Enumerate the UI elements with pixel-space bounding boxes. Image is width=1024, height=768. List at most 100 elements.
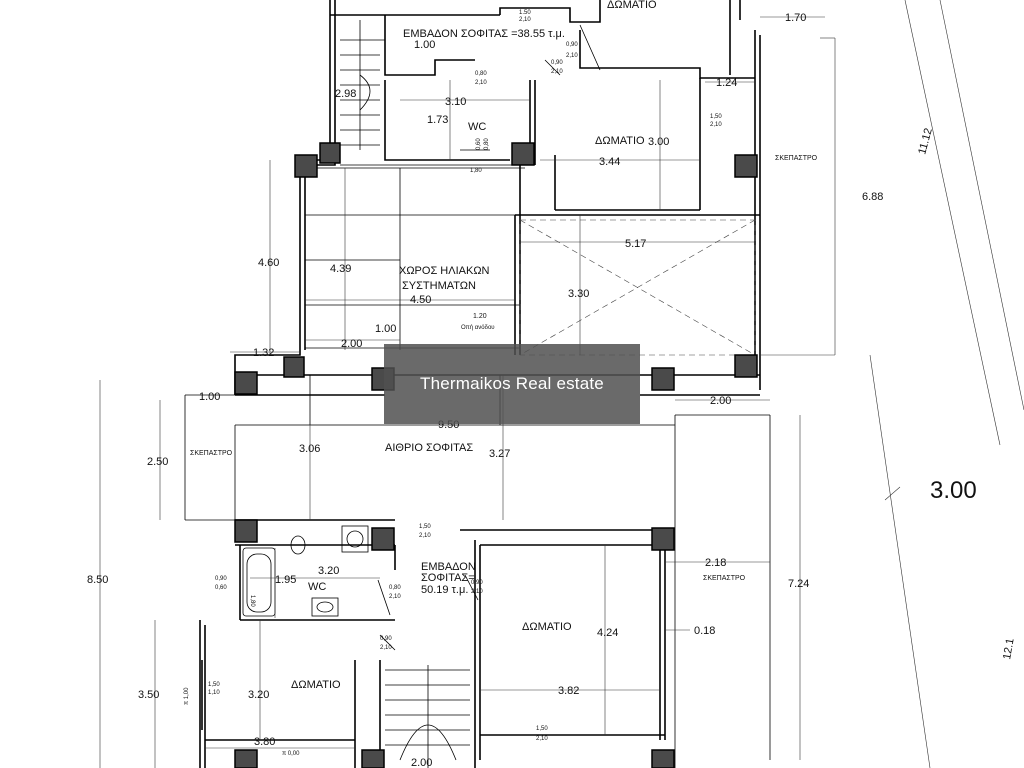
wall xyxy=(579,30,755,79)
opening-height: 2,10 xyxy=(710,122,722,128)
boundary-line xyxy=(904,0,1001,446)
stair-bottom xyxy=(385,665,470,768)
skylight-note: Οπή ανόδου xyxy=(461,324,495,331)
column xyxy=(734,354,758,378)
dimension: 3.00 xyxy=(930,477,977,504)
opening-height: 2,10 xyxy=(389,594,401,600)
dimension: 3.30 xyxy=(568,288,589,300)
canopy-label: ΣΚΕΠΑΣΤΡΟ xyxy=(703,575,746,582)
dimension: 1.24 xyxy=(716,77,737,89)
wall xyxy=(304,0,336,350)
door-swing xyxy=(544,24,601,76)
column xyxy=(734,154,758,178)
dimension: 1.00 xyxy=(414,39,435,51)
void-cross xyxy=(519,219,756,356)
solar-space-label: ΣΥΣΤΗΜΑΤΩΝ xyxy=(402,280,476,292)
dimension: 5.17 xyxy=(625,238,646,250)
wall xyxy=(384,80,510,161)
dimension: 3.20 xyxy=(318,565,339,577)
dimension: 3.20 xyxy=(248,689,269,701)
dimension: 4.60 xyxy=(258,257,279,269)
room-label: ΔΩΜΑΤΙΟ xyxy=(607,0,657,11)
opening-width: 1,80 xyxy=(249,595,255,607)
opening-height: 2,10 xyxy=(475,80,487,86)
opening-note: π 1,00 xyxy=(184,687,190,705)
opening-height: 2,10 xyxy=(551,69,563,75)
column xyxy=(651,527,675,551)
washer xyxy=(341,525,369,553)
door-swing xyxy=(464,574,479,601)
area-label: ΣΟΦΙΤΑΣ= xyxy=(421,572,475,584)
dimension: 8.50 xyxy=(87,574,108,586)
opening-height: 2,10 xyxy=(380,645,392,651)
skylight-dim: 1.20 xyxy=(473,313,487,320)
column xyxy=(361,749,385,768)
dimension: 1.70 xyxy=(785,12,806,24)
boundary-line xyxy=(869,354,931,768)
dimension: 4.50 xyxy=(410,294,431,306)
opening-height: 2,10 xyxy=(419,533,431,539)
dimension: 1.00 xyxy=(199,391,220,403)
opening-height: 1,10 xyxy=(208,690,220,696)
column xyxy=(371,527,395,551)
column xyxy=(651,367,675,391)
bathtub-inner xyxy=(246,553,272,613)
column xyxy=(319,142,341,164)
column xyxy=(294,154,318,178)
wc-label: WC xyxy=(468,121,486,133)
watermark-banner: Thermaikos Real estate xyxy=(384,344,640,424)
dimension: 2.00 xyxy=(411,757,432,768)
dimension: 4.24 xyxy=(597,627,618,639)
area-label: ΕΜΒΑΔΟΝ ΣΟΦΙΤΑΣ =38.55 τ.μ. xyxy=(403,28,565,40)
opening-width: 0,80 xyxy=(475,71,487,77)
dimension: 3.50 xyxy=(138,689,159,701)
sink xyxy=(311,597,339,617)
dimension: 12.1 xyxy=(1001,637,1017,660)
column xyxy=(234,371,258,395)
column xyxy=(283,356,305,378)
dimension: 1.73 xyxy=(427,114,448,126)
opening-width: 1,50 xyxy=(208,682,220,688)
column xyxy=(234,749,258,768)
wc-label: WC xyxy=(308,581,326,593)
opening-width: 0,90 xyxy=(380,636,392,642)
opening-width: 0,90 xyxy=(566,42,578,48)
boundary-line xyxy=(939,0,1024,411)
canopy-label: ΣΚΕΠΑΣΤΡΟ xyxy=(775,155,818,162)
stair-top xyxy=(340,20,385,150)
dimension: 2.00 xyxy=(710,395,731,407)
opening-width: 1,50 xyxy=(536,726,548,732)
wall xyxy=(234,0,331,395)
dimension: 3.10 xyxy=(445,96,466,108)
toilet xyxy=(290,535,306,555)
washer-drum xyxy=(346,530,364,548)
watermark-text: Thermaikos Real estate xyxy=(420,374,604,393)
opening-width: 0,90 xyxy=(551,60,563,66)
dimension: 3.80 xyxy=(254,736,275,748)
boundary-tick xyxy=(884,486,901,501)
dimension: 0.18 xyxy=(694,625,715,637)
dimension: 1.00 xyxy=(375,323,396,335)
opening-width: 1.50 xyxy=(519,10,531,16)
opening-note: π 0,00 xyxy=(282,751,300,757)
dimension: 7.24 xyxy=(788,578,809,590)
column xyxy=(511,142,535,166)
solar-space-label: ΧΩΡΟΣ ΗΛΙΑΚΩΝ xyxy=(399,265,490,277)
opening-height: 2,10 xyxy=(536,736,548,742)
room-label: ΔΩΜΑΤΙΟ xyxy=(595,135,645,147)
opening-width: 1,50 xyxy=(419,524,431,530)
opening-width: 0,90 xyxy=(215,576,227,582)
dimension: 1.95 xyxy=(275,574,296,586)
void-outline xyxy=(519,219,756,356)
dimension: 11.12 xyxy=(916,127,935,156)
opening-height: 0,60 xyxy=(215,585,227,591)
dimension: 2.00 xyxy=(341,338,362,350)
opening-height: 2,10 xyxy=(566,53,578,59)
canopy-label: ΣΚΕΠΑΣΤΡΟ xyxy=(190,450,233,457)
opening-width: 0,90 xyxy=(471,580,483,586)
opening-height: 2,10 xyxy=(519,17,531,23)
opening-width: 1,80 xyxy=(470,168,482,174)
room-label: ΔΩΜΑΤΙΟ xyxy=(291,679,341,691)
wall xyxy=(384,15,475,76)
